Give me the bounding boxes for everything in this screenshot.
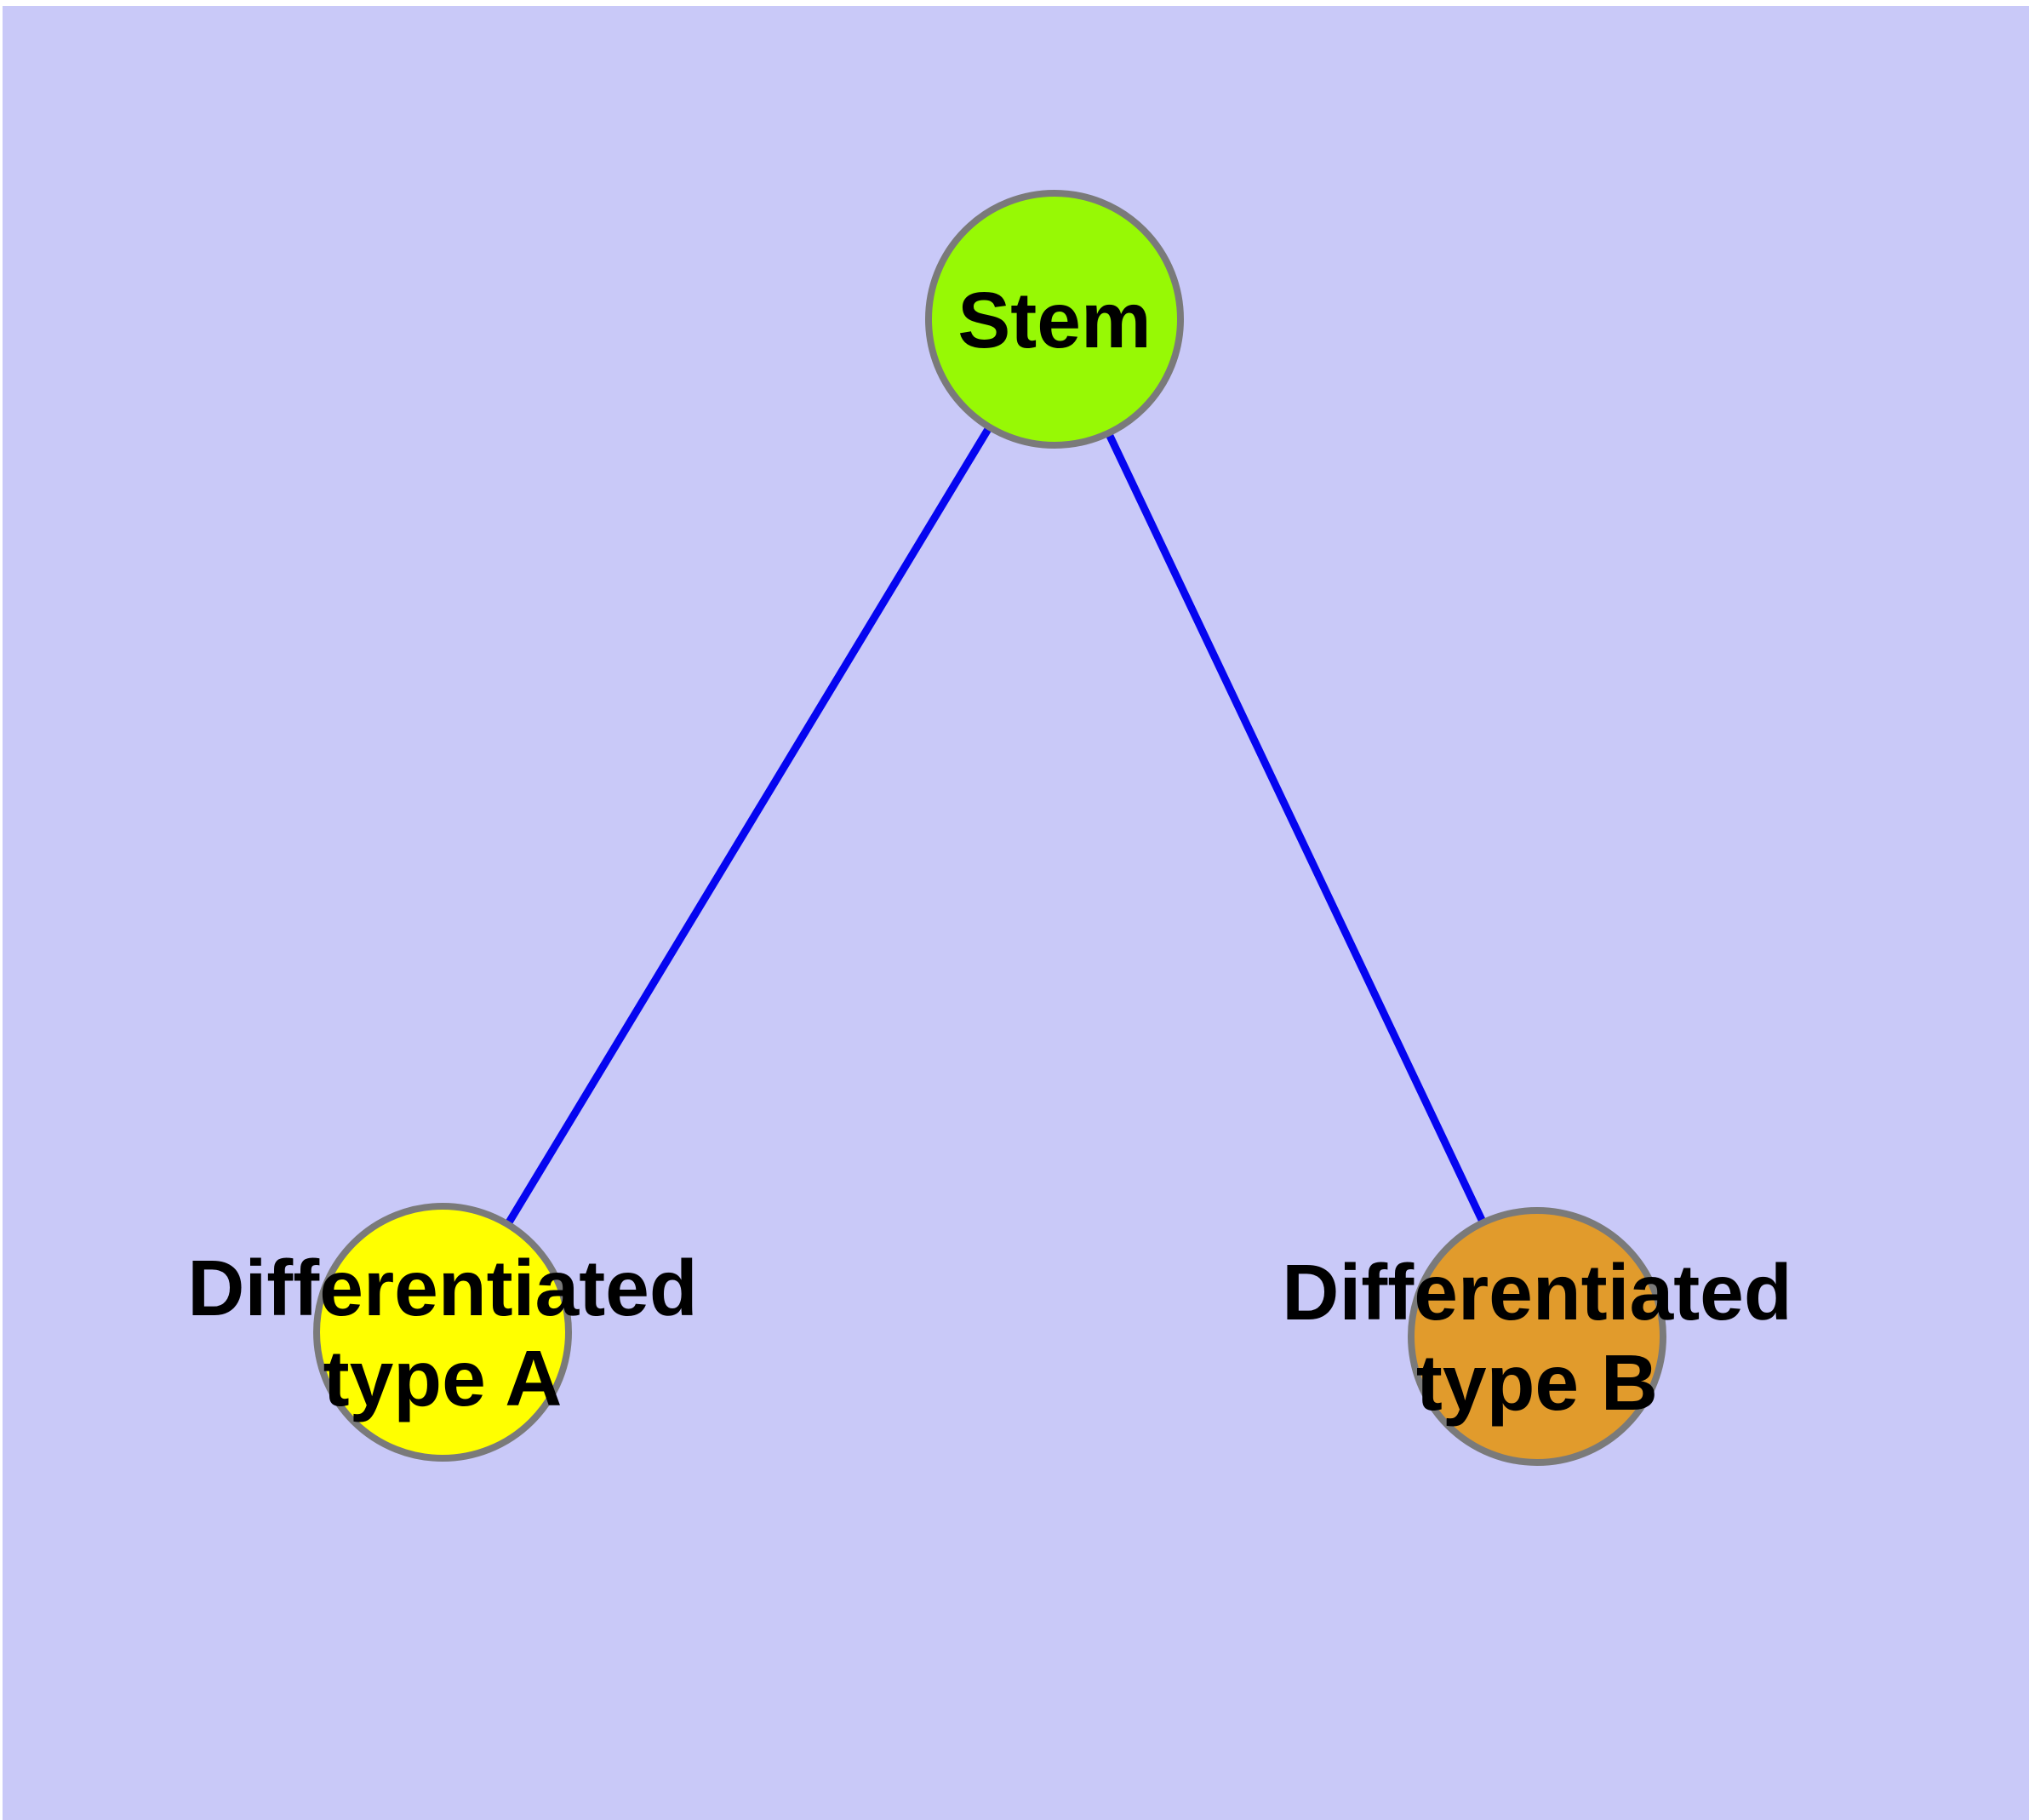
edge-stem-to-type-a [439, 317, 1058, 1335]
node-type-b-label-line2: type B [1416, 1338, 1658, 1427]
node-stem [925, 190, 1184, 449]
node-differentiated-type-b [1408, 1207, 1666, 1466]
node-type-a-label-line1: Differentiated [187, 1244, 697, 1332]
edge-stem-to-type-b [1050, 318, 1541, 1338]
node-type-b-label-line1: Differentiated [1282, 1248, 1792, 1336]
node-stem-label: Stem [957, 276, 1151, 364]
node-differentiated-type-a [313, 1203, 572, 1462]
node-type-a-label-line2: type A [323, 1334, 563, 1422]
